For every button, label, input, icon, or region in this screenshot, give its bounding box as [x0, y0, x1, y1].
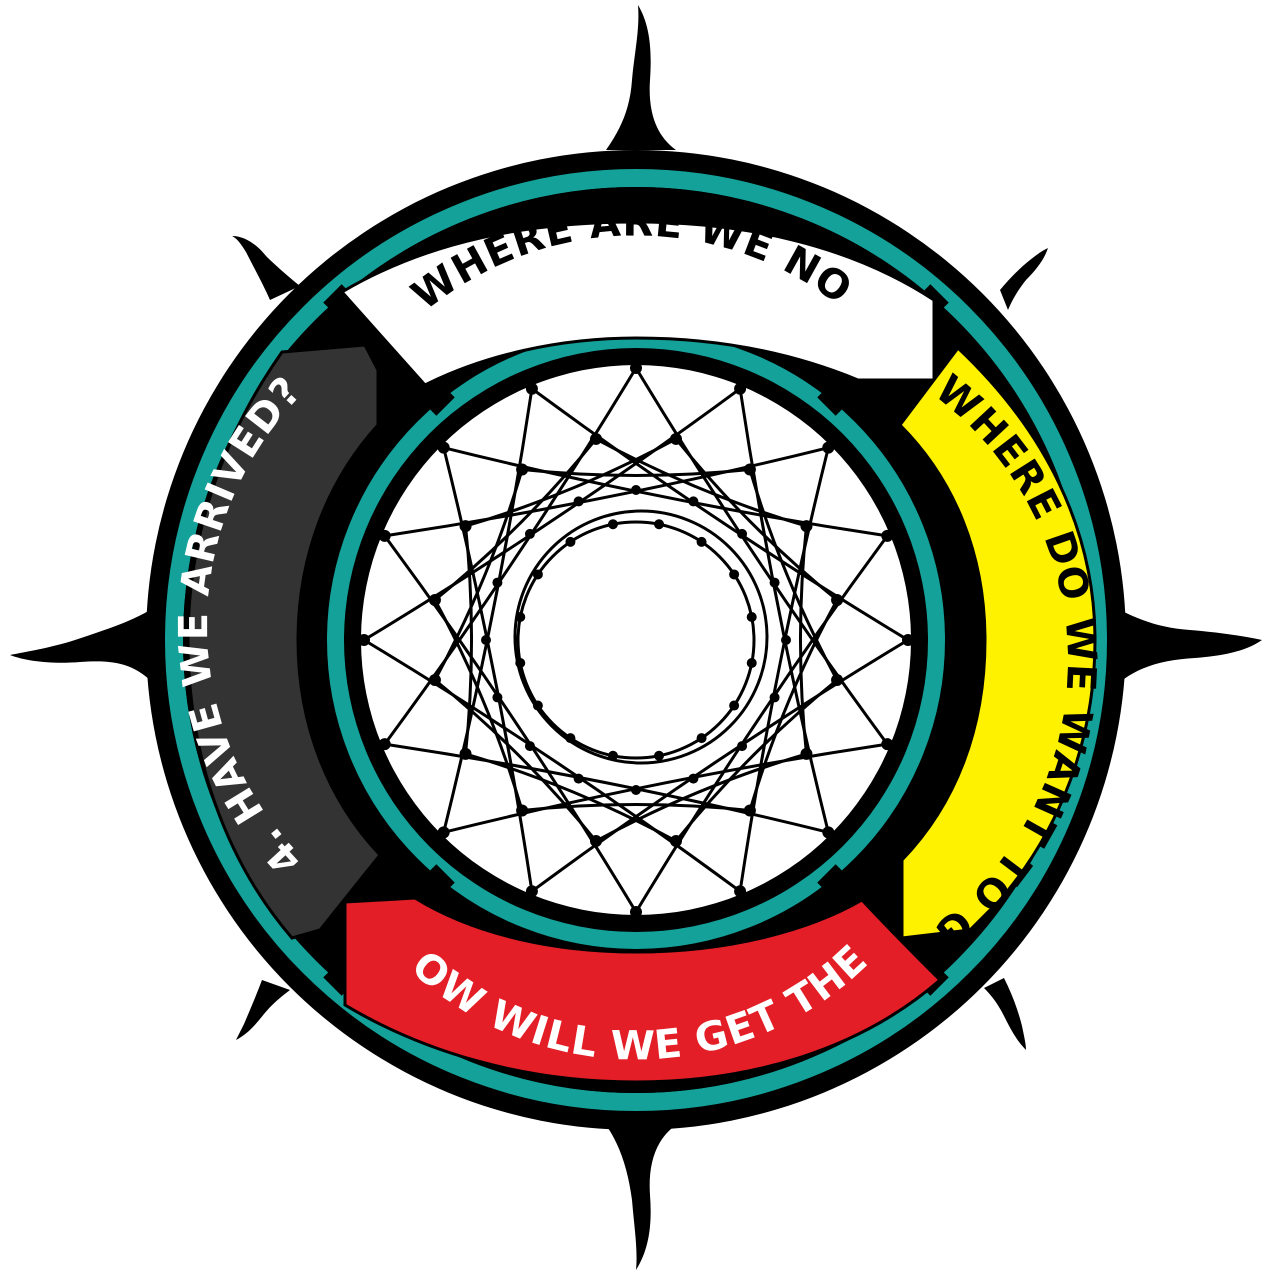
- web-bead: [515, 658, 525, 668]
- web-bead: [881, 738, 893, 750]
- web-bead: [533, 701, 543, 711]
- web-bead: [831, 594, 843, 606]
- web-bead: [438, 826, 450, 838]
- web-bead: [697, 733, 707, 743]
- web-bead: [747, 658, 757, 668]
- web-bead: [358, 634, 370, 646]
- spike-bottom: [606, 1125, 676, 1270]
- web-bead: [608, 519, 618, 529]
- web-bead: [630, 362, 642, 374]
- web-bead: [574, 774, 584, 784]
- web-bead: [460, 748, 472, 760]
- spike-top-left: [232, 236, 300, 300]
- web-bead: [481, 635, 491, 645]
- web-bead: [744, 464, 756, 476]
- web-bead: [631, 485, 641, 495]
- web-bead: [516, 804, 528, 816]
- web-bead: [734, 383, 746, 395]
- web-bead: [697, 537, 707, 547]
- web-bead: [492, 578, 502, 588]
- web-bead: [831, 674, 843, 686]
- web-bead: [525, 741, 535, 751]
- web-bead: [631, 785, 641, 795]
- web-bead: [654, 519, 664, 529]
- web-bead: [822, 826, 834, 838]
- web-bead: [526, 383, 538, 395]
- spike-bottom-left: [236, 980, 290, 1040]
- spike-left: [10, 610, 150, 680]
- web-bead: [800, 748, 812, 760]
- web-bead: [670, 835, 682, 847]
- web-bead: [630, 906, 642, 918]
- web-bead: [747, 612, 757, 622]
- web-bead: [565, 537, 575, 547]
- web-bead: [734, 885, 746, 897]
- spike-top-right: [1000, 248, 1048, 310]
- web-bead: [608, 751, 618, 761]
- web-bead: [590, 433, 602, 445]
- web-bead: [590, 835, 602, 847]
- web-bead: [770, 578, 780, 588]
- spike-top: [606, 5, 676, 150]
- web-bead: [525, 529, 535, 539]
- web-bead: [729, 569, 739, 579]
- web-bead: [438, 442, 450, 454]
- web-bead: [492, 692, 502, 702]
- web-bead: [770, 692, 780, 702]
- web-bead: [729, 701, 739, 711]
- web-bead: [460, 520, 472, 532]
- web-bead: [515, 612, 525, 622]
- web-bead: [565, 733, 575, 743]
- web-bead: [744, 804, 756, 816]
- web-bead: [379, 530, 391, 542]
- web-bead: [688, 496, 698, 506]
- web-bead: [654, 751, 664, 761]
- web-bead: [574, 496, 584, 506]
- spike-right: [1120, 610, 1262, 682]
- web-bead: [902, 634, 914, 646]
- web-bead: [737, 529, 747, 539]
- web-bead: [822, 442, 834, 454]
- web-bead: [516, 464, 528, 476]
- web-bead: [526, 885, 538, 897]
- web-bead: [737, 741, 747, 751]
- spike-bottom-right: [984, 978, 1026, 1050]
- web-bead: [670, 433, 682, 445]
- web-bead: [379, 738, 391, 750]
- web-bead: [533, 569, 543, 579]
- web-bead: [781, 635, 791, 645]
- web-bead: [688, 774, 698, 784]
- web-bead: [429, 674, 441, 686]
- web-bead: [881, 530, 893, 542]
- web-bead: [800, 520, 812, 532]
- web-bead: [429, 594, 441, 606]
